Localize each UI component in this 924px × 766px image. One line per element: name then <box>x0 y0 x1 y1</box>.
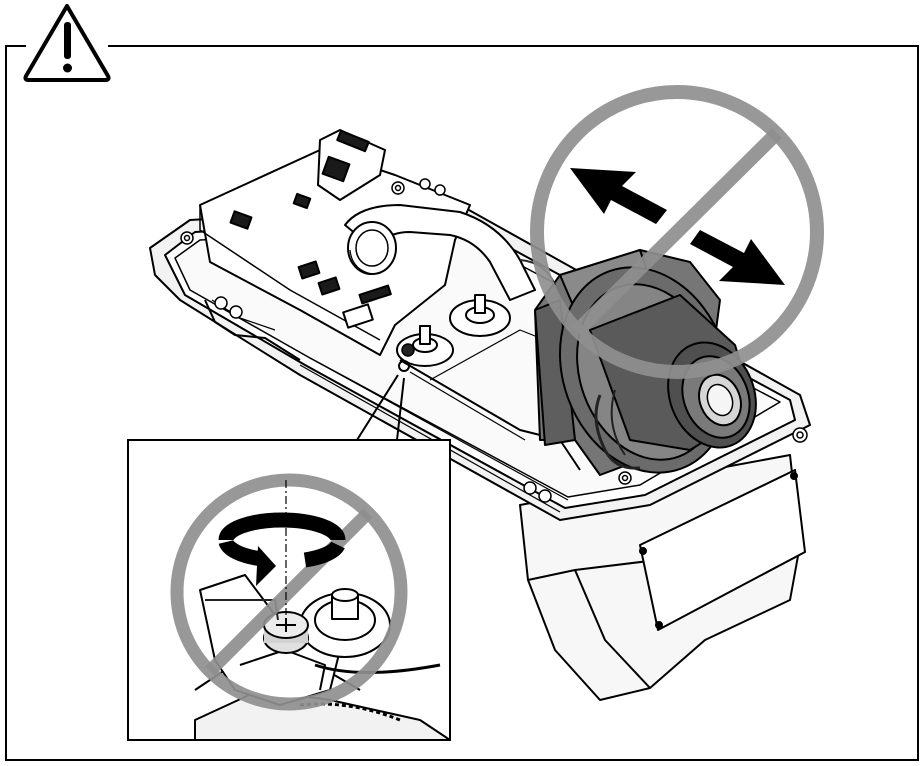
flex-cable <box>344 204 536 301</box>
detail-inset <box>127 439 451 741</box>
double-arrow-icon <box>570 168 785 285</box>
rotation-arrow-icon <box>218 512 346 586</box>
inset-screw <box>263 611 309 654</box>
outer-frame <box>5 45 919 761</box>
inset-leader-lines <box>356 360 410 441</box>
main-prohibition-sign <box>530 85 824 379</box>
warning-triangle-icon <box>23 4 111 82</box>
housing-label-plate <box>639 469 806 631</box>
perimeter-screws <box>180 178 808 503</box>
pcb-connector <box>317 129 386 201</box>
